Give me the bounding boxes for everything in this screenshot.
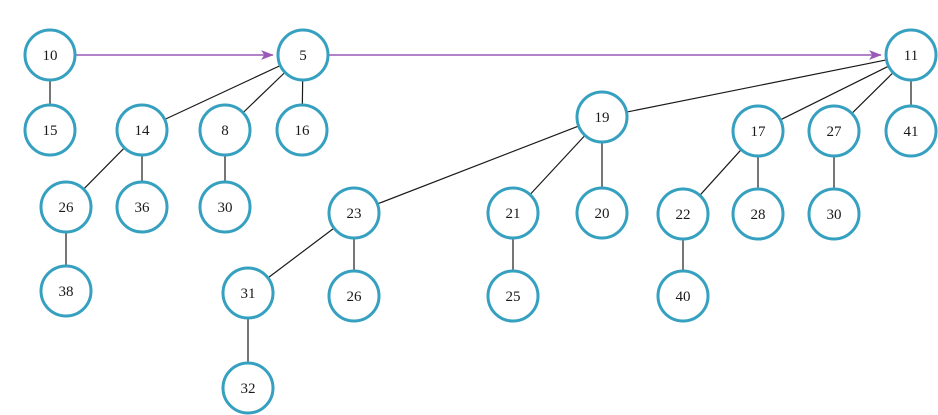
graph-node[interactable]: 17 bbox=[731, 104, 785, 158]
edge-layer bbox=[49, 50, 912, 364]
edge bbox=[528, 134, 587, 196]
graph-node[interactable]: 27 bbox=[807, 104, 861, 158]
graph-node[interactable]: 20 bbox=[575, 186, 629, 240]
node-circle[interactable] bbox=[731, 104, 785, 158]
node-label: 27 bbox=[827, 124, 843, 140]
node-circle[interactable] bbox=[884, 28, 938, 82]
graph-node[interactable]: 32 bbox=[221, 361, 275, 415]
node-circle[interactable] bbox=[656, 187, 710, 241]
node-label: 31 bbox=[241, 286, 256, 302]
node-label: 14 bbox=[135, 123, 151, 139]
node-circle[interactable] bbox=[221, 361, 275, 415]
graph-node[interactable]: 26 bbox=[327, 269, 381, 323]
node-label: 21 bbox=[506, 206, 521, 222]
graph-node[interactable]: 5 bbox=[276, 28, 330, 82]
node-label: 28 bbox=[751, 207, 766, 223]
node-label: 36 bbox=[135, 200, 151, 216]
node-circle[interactable] bbox=[575, 186, 629, 240]
graph-node[interactable]: 36 bbox=[115, 180, 169, 234]
node-circle[interactable] bbox=[39, 180, 93, 234]
graph-node[interactable]: 8 bbox=[198, 103, 252, 157]
node-label: 8 bbox=[221, 123, 229, 139]
node-label: 11 bbox=[904, 48, 918, 64]
node-circle[interactable] bbox=[276, 28, 330, 82]
edge bbox=[82, 146, 126, 191]
edge bbox=[163, 64, 282, 121]
node-label: 41 bbox=[904, 124, 919, 140]
graph-node[interactable]: 15 bbox=[23, 103, 77, 157]
node-label: 40 bbox=[676, 289, 691, 305]
node-circle[interactable] bbox=[884, 104, 938, 158]
graph-node[interactable]: 19 bbox=[575, 90, 629, 144]
node-circle[interactable] bbox=[23, 28, 77, 82]
node-circle[interactable] bbox=[221, 266, 275, 320]
graph-node[interactable]: 10 bbox=[23, 28, 77, 82]
node-circle[interactable] bbox=[656, 269, 710, 323]
edge bbox=[376, 125, 580, 205]
node-label: 19 bbox=[595, 110, 610, 126]
node-label: 20 bbox=[595, 206, 610, 222]
node-circle[interactable] bbox=[575, 90, 629, 144]
graph-node[interactable]: 25 bbox=[486, 269, 540, 323]
graph-node[interactable]: 31 bbox=[221, 266, 275, 320]
node-circle[interactable] bbox=[23, 103, 77, 157]
edge bbox=[779, 65, 890, 121]
node-circle[interactable] bbox=[327, 186, 381, 240]
node-label: 23 bbox=[347, 206, 362, 222]
node-circle[interactable] bbox=[198, 180, 252, 234]
node-label: 32 bbox=[241, 381, 256, 397]
node-circle[interactable] bbox=[275, 103, 329, 157]
node-label: 38 bbox=[59, 284, 74, 300]
node-circle[interactable] bbox=[115, 180, 169, 234]
node-label: 30 bbox=[827, 207, 842, 223]
edge bbox=[625, 59, 888, 113]
node-circle[interactable] bbox=[327, 269, 381, 323]
edge bbox=[266, 226, 336, 280]
node-circle[interactable] bbox=[486, 186, 540, 240]
graph-node[interactable]: 21 bbox=[486, 186, 540, 240]
graph-node[interactable]: 16 bbox=[275, 103, 329, 157]
node-circle[interactable] bbox=[39, 264, 93, 318]
node-label: 22 bbox=[676, 207, 691, 223]
node-label: 5 bbox=[299, 48, 307, 64]
graph-node[interactable]: 23 bbox=[327, 186, 381, 240]
node-label: 25 bbox=[506, 289, 521, 305]
node-layer: 10 5 11 15 14 8 16 19 17 27 41 26 36 30 23 21 20 22 28 30 38… bbox=[23, 28, 938, 415]
edge bbox=[241, 71, 287, 114]
graph-node[interactable]: 41 bbox=[884, 104, 938, 158]
graph-node[interactable]: 30 bbox=[198, 180, 252, 234]
graph-node[interactable]: 11 bbox=[884, 28, 938, 82]
graph-node[interactable]: 38 bbox=[39, 264, 93, 318]
graph-node[interactable]: 40 bbox=[656, 269, 710, 323]
node-circle[interactable] bbox=[115, 103, 169, 157]
edge bbox=[698, 148, 743, 197]
node-label: 16 bbox=[295, 123, 311, 139]
graph-node[interactable]: 26 bbox=[39, 180, 93, 234]
node-circle[interactable] bbox=[807, 104, 861, 158]
graph-node[interactable]: 14 bbox=[115, 103, 169, 157]
graph-node[interactable]: 28 bbox=[731, 187, 785, 241]
node-label: 30 bbox=[218, 200, 233, 216]
node-label: 17 bbox=[751, 124, 767, 140]
graph-node[interactable]: 30 bbox=[807, 187, 861, 241]
node-label: 26 bbox=[347, 289, 363, 305]
node-circle[interactable] bbox=[731, 187, 785, 241]
node-label: 10 bbox=[43, 48, 58, 64]
node-label: 15 bbox=[43, 123, 58, 139]
edge bbox=[850, 71, 895, 115]
node-circle[interactable] bbox=[807, 187, 861, 241]
node-label: 26 bbox=[59, 200, 75, 216]
node-circle[interactable] bbox=[486, 269, 540, 323]
node-circle[interactable] bbox=[198, 103, 252, 157]
graph-node[interactable]: 22 bbox=[656, 187, 710, 241]
